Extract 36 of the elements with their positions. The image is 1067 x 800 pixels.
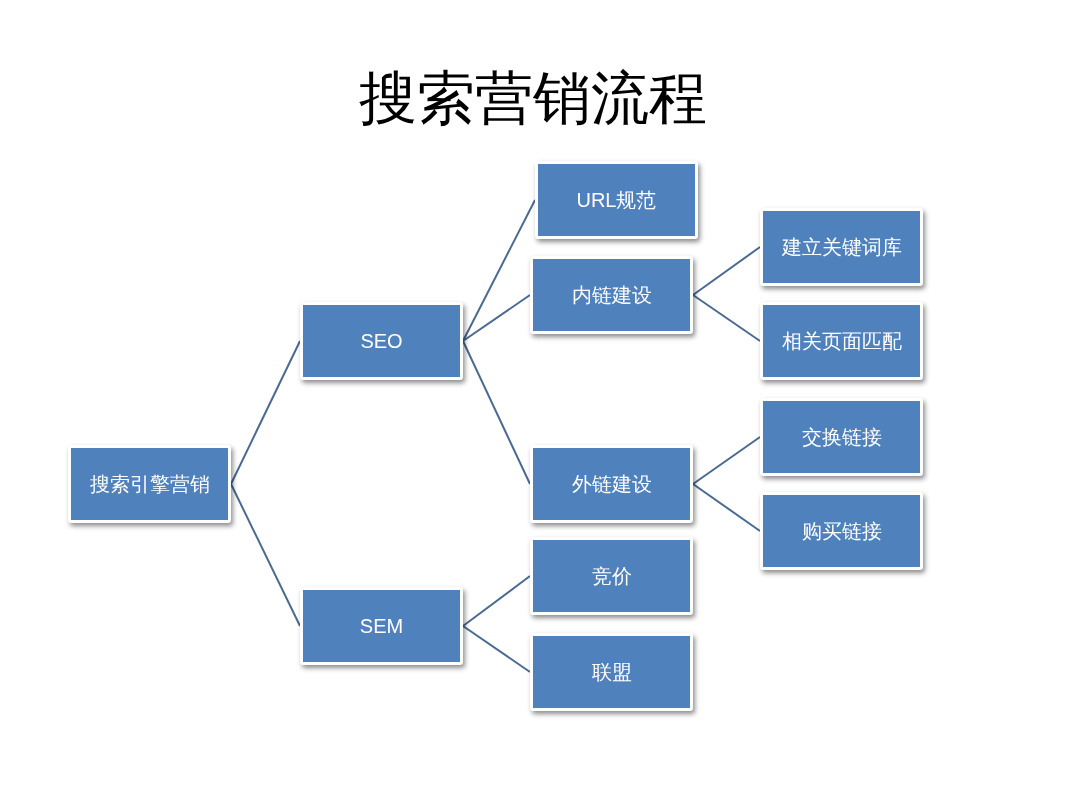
process-box (530, 633, 693, 711)
box-label: 外链建设 (571, 472, 652, 497)
box-label: URL规范 (576, 188, 657, 213)
box-label: 交换链接 (801, 425, 882, 450)
connector-line (462, 294, 531, 342)
title: 搜索营销流程 (358, 63, 708, 134)
box-label: 内链建设 (571, 283, 652, 308)
process-box (760, 492, 923, 570)
process-box (530, 256, 693, 334)
connector-line (462, 199, 536, 342)
box-label: 竞价 (591, 564, 632, 589)
connector-line (462, 625, 531, 673)
box-label: 购买链接 (801, 519, 882, 544)
connector-line (230, 340, 301, 485)
connector-line (692, 483, 761, 532)
box-label: SEO (360, 329, 403, 354)
process-box (535, 161, 698, 239)
box-label: 建立关键词库 (781, 235, 902, 260)
process-box (530, 445, 693, 523)
process-box (300, 302, 463, 380)
connector-line (692, 294, 761, 342)
box-label: 相关页面匹配 (781, 329, 902, 354)
connector-line (462, 340, 531, 485)
process-box (760, 302, 923, 380)
box-label: 搜索引擎营销 (89, 472, 210, 497)
box-label: 联盟 (591, 660, 632, 685)
connector-line (692, 436, 761, 485)
process-box (760, 398, 923, 476)
process-box (760, 208, 923, 286)
process-box (300, 587, 463, 665)
box-label: SEM (359, 614, 404, 639)
process-box (530, 537, 693, 615)
connector-line (230, 483, 301, 627)
connector-line (692, 246, 761, 296)
connector-line (462, 575, 531, 627)
process-box (68, 445, 231, 523)
